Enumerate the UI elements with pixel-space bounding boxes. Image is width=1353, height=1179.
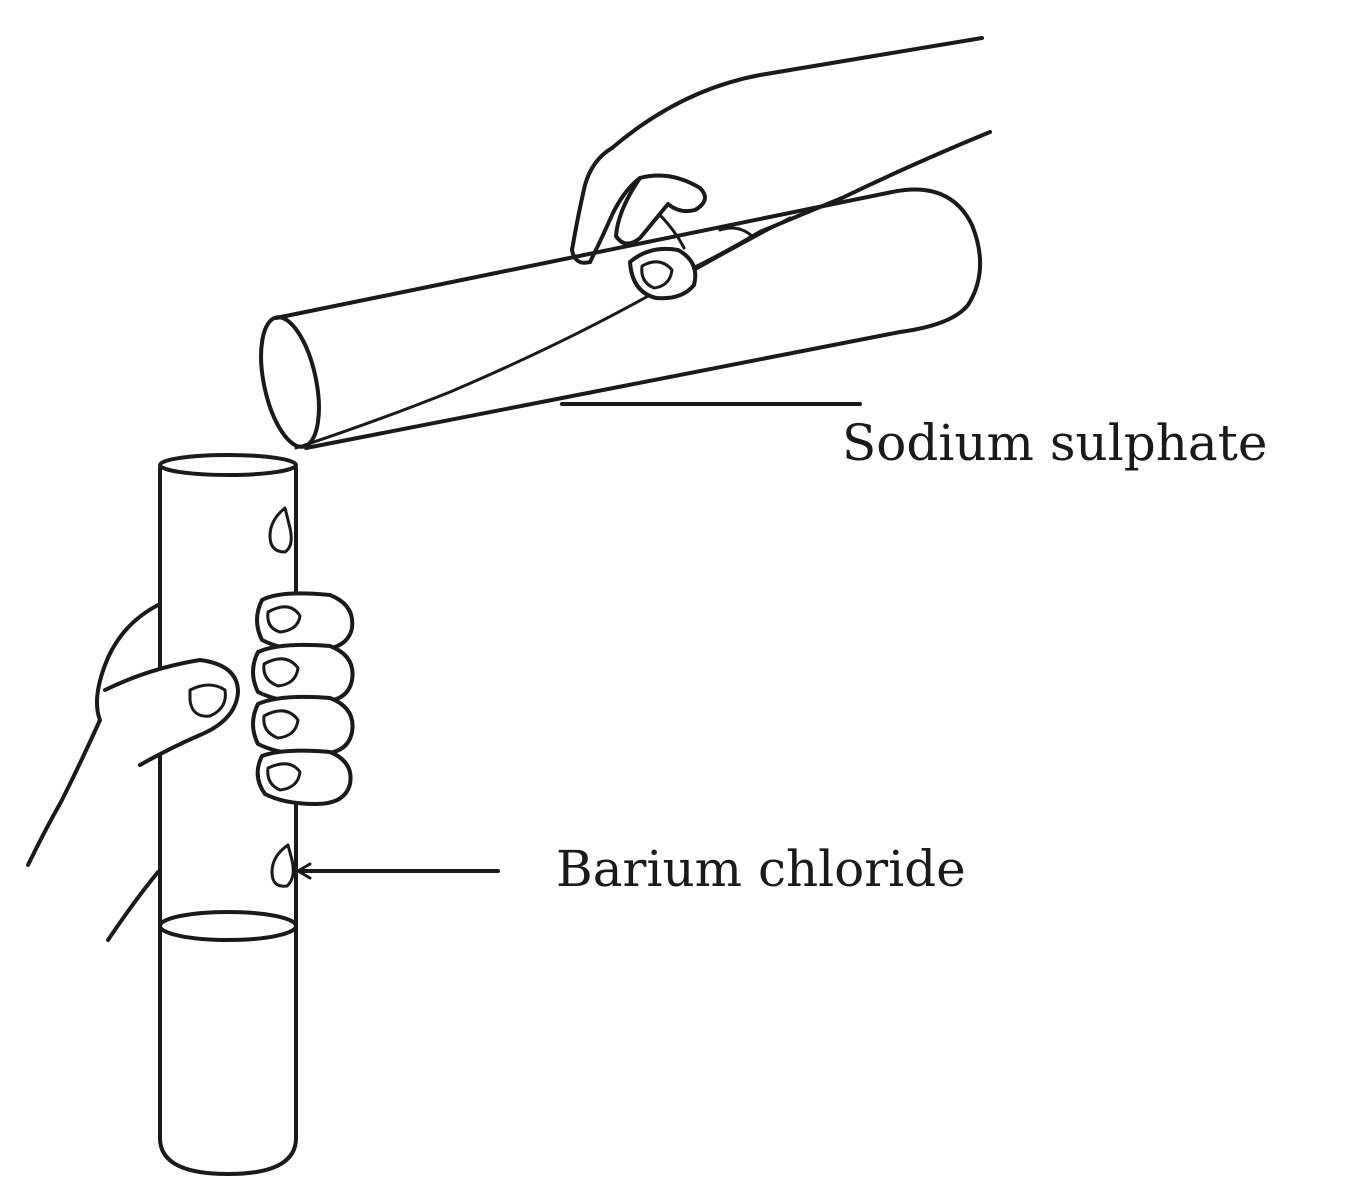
droplet [272,845,293,886]
droplet [270,508,291,552]
vertical-test-tube [160,455,296,1174]
barium-chloride-liquid-surface [160,912,296,940]
sodium-sulphate-liquid [296,218,790,448]
sodium-sulphate-label: Sodium sulphate [842,418,1267,468]
left-hand-holding-tube [28,593,353,940]
leader-lines [298,404,860,878]
barium-chloride-label: Barium chloride [556,844,966,894]
right-hand-holding-tube [572,38,990,298]
